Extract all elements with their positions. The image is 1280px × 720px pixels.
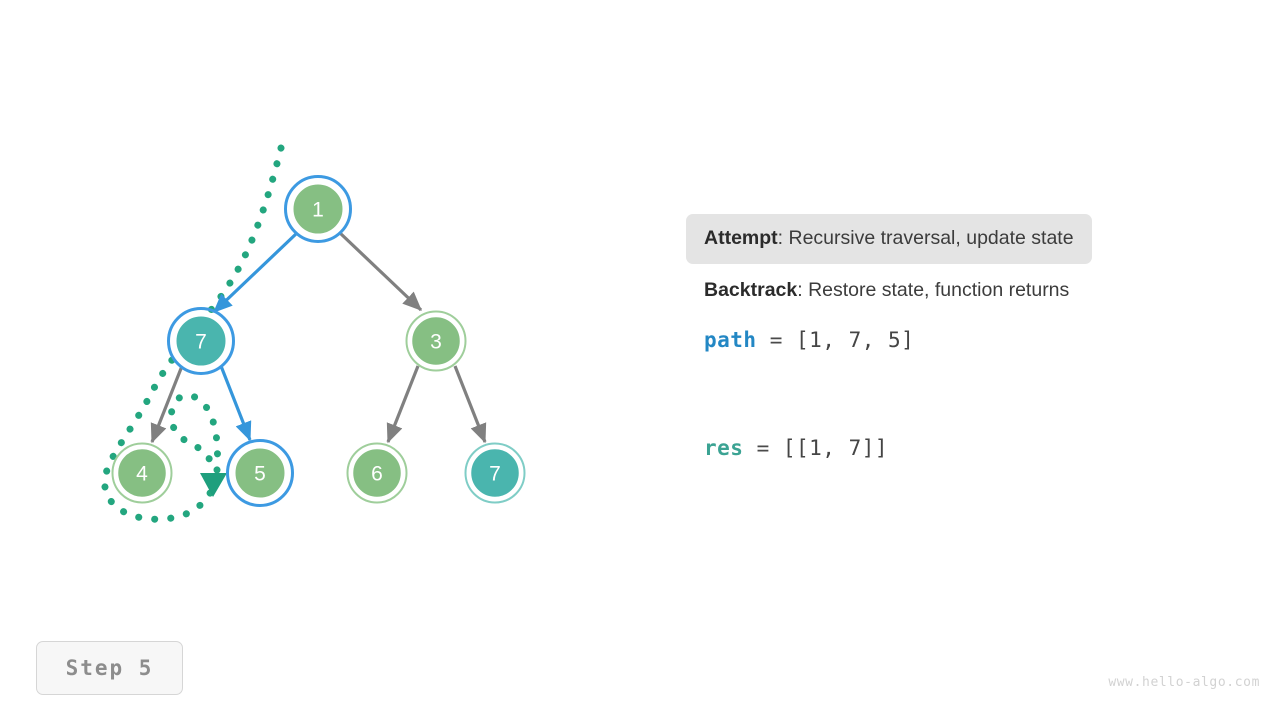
node-body xyxy=(115,446,169,500)
tree-node-7-right[interactable]: 7 xyxy=(464,442,526,504)
edge-3-to-7right xyxy=(453,365,487,444)
tree-node-5[interactable]: 5 xyxy=(226,439,294,507)
tree-node-7-left[interactable]: 7 xyxy=(167,307,235,375)
annotation-panel: Attempt: Recursive traversal, update sta… xyxy=(686,214,1186,460)
node-body xyxy=(409,314,463,368)
attempt-legend-row: Attempt: Recursive traversal, update sta… xyxy=(686,214,1186,265)
res-state-row: res = [[1, 7]] xyxy=(686,436,1186,460)
watermark: www.hello-algo.com xyxy=(1108,675,1260,690)
node-body xyxy=(290,181,346,237)
node-label: 5 xyxy=(254,463,266,486)
res-value: [[1, 7]] xyxy=(782,435,889,460)
res-equals: = xyxy=(743,435,783,460)
edge-7left-to-5 xyxy=(219,365,252,442)
edge-1-to-7left xyxy=(212,231,299,314)
backtrack-dotted-path xyxy=(101,144,285,523)
node-label: 6 xyxy=(371,463,383,486)
node-highlight-ring xyxy=(167,307,235,375)
node-label: 7 xyxy=(489,463,501,486)
node-label: 3 xyxy=(430,331,442,354)
node-highlight-ring xyxy=(284,175,352,243)
path-equals: = xyxy=(756,327,797,352)
backtrack-arrowhead xyxy=(200,473,227,497)
tree-node-6[interactable]: 6 xyxy=(346,442,408,504)
node-ring xyxy=(464,442,526,504)
tree-node-3[interactable]: 3 xyxy=(405,310,467,372)
node-body xyxy=(232,445,288,501)
node-ring xyxy=(346,442,408,504)
backtrack-legend-row: Backtrack: Restore state, function retur… xyxy=(686,264,1186,303)
path-variable-name: path xyxy=(704,327,757,352)
edge-1-to-3 xyxy=(338,231,423,312)
edge-7left-to-4 xyxy=(150,365,184,444)
node-ring xyxy=(111,442,173,504)
node-body xyxy=(350,446,404,500)
node-body xyxy=(468,446,522,500)
node-body xyxy=(173,313,229,369)
node-label: 7 xyxy=(195,331,207,354)
node-label: 1 xyxy=(312,199,324,222)
tree-node-1[interactable]: 1 xyxy=(284,175,352,243)
res-variable-name: res xyxy=(704,435,744,460)
tree-node-4[interactable]: 4 xyxy=(111,442,173,504)
node-highlight-ring xyxy=(226,439,294,507)
attempt-legend-highlight: Attempt: Recursive traversal, update sta… xyxy=(686,214,1092,265)
path-value: [1, 7, 5] xyxy=(796,327,915,352)
path-state-row: path = [1, 7, 5] xyxy=(686,328,1186,352)
attempt-keyword: Attempt xyxy=(704,227,778,249)
tree-edges xyxy=(150,231,487,444)
backtrack-keyword: Backtrack xyxy=(704,279,798,302)
node-label: 4 xyxy=(136,463,148,486)
node-ring xyxy=(405,310,467,372)
step-badge: Step 5 xyxy=(36,641,183,695)
backtrack-text: : Restore state, function returns xyxy=(797,279,1070,302)
attempt-text: : Recursive traversal, update state xyxy=(777,227,1074,249)
edge-3-to-6 xyxy=(386,365,420,444)
